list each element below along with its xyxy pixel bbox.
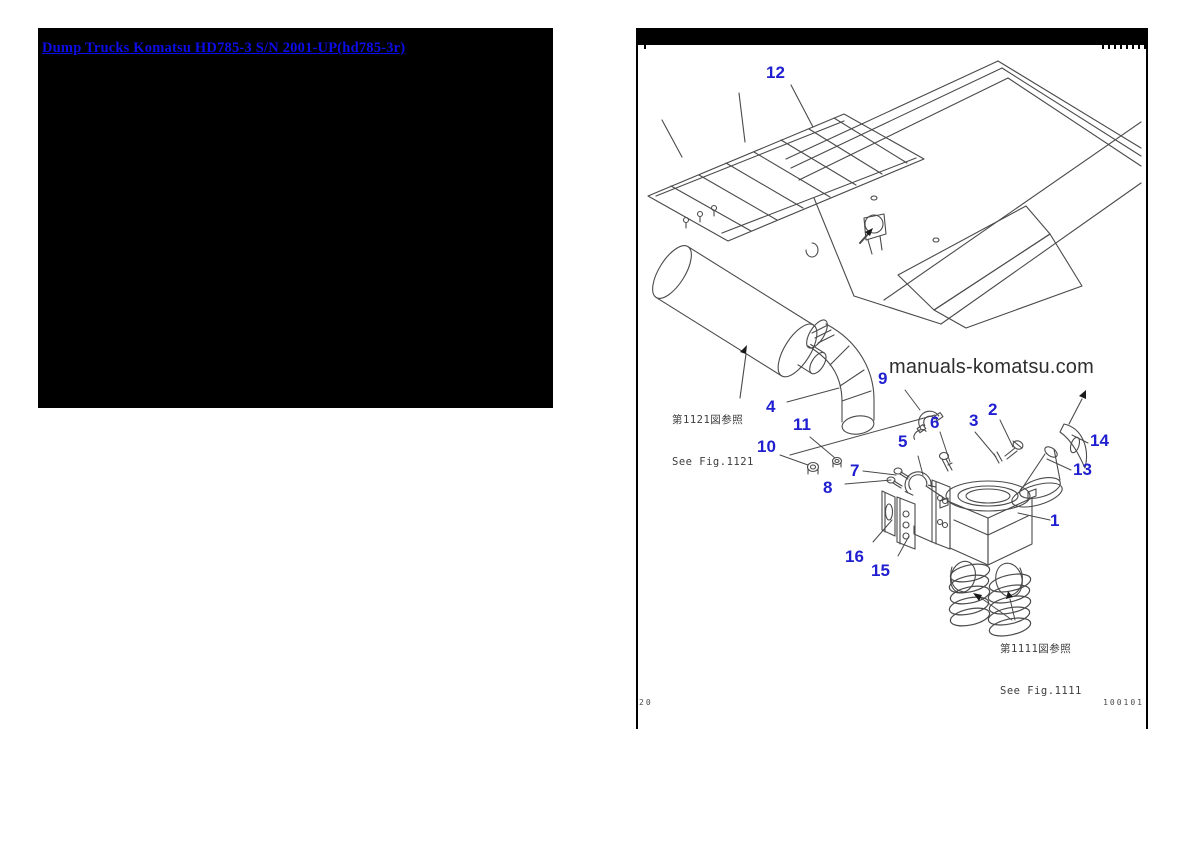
see-fig-1111-en: See Fig.1111 [1000,685,1082,697]
callout-label-2[interactable]: 2 [988,400,998,419]
parts-diagram-panel: manuals-komatsu.com 第1121図参照 See Fig.112… [636,28,1148,729]
ruler-tick [1132,45,1134,49]
ruler-tick [1126,45,1128,49]
dump-body-drawing [647,60,1142,329]
left-content-panel: Dump Trucks Komatsu HD785-3 S/N 2001-UP(… [38,28,553,408]
see-fig-1121-en: See Fig.1121 [672,456,754,468]
callout-label-4[interactable]: 4 [766,397,776,416]
muffler-drawing [652,245,827,399]
ruler-tick [644,45,646,49]
footer-page-code: 20 [639,698,653,707]
callout-label-12[interactable]: 12 [766,63,785,82]
callout-label-8[interactable]: 8 [823,478,833,497]
ruler-tick [1114,45,1116,49]
see-fig-1111-jp: 第1111図参照 [1000,643,1072,655]
ruler-tick [1108,45,1110,49]
callout-label-11[interactable]: 11 [793,415,811,434]
callout-label-1[interactable]: 1 [1050,511,1060,530]
see-fig-1111-reference: 第1111図参照 See Fig.1111 [1000,614,1082,726]
diagram-header-bar [636,28,1148,45]
callout-label-9[interactable]: 9 [878,369,888,388]
exhaust-pipe-drawing [806,319,875,435]
ruler-tick [1144,45,1146,49]
callout-label-16[interactable]: 16 [845,547,864,566]
breadcrumb-link[interactable]: Dump Trucks Komatsu HD785-3 S/N 2001-UP(… [42,40,406,56]
ruler-tick [1120,45,1122,49]
callout-label-6[interactable]: 6 [930,413,940,432]
callout-label-7[interactable]: 7 [850,461,860,480]
diagram-left-border [636,28,638,729]
diagram-right-border [1146,28,1148,729]
callout-label-3[interactable]: 3 [969,411,979,430]
callout-label-5[interactable]: 5 [898,432,908,451]
callout-label-15[interactable]: 15 [871,561,890,580]
callout-label-14[interactable]: 14 [1090,431,1109,450]
ruler-tick [1138,45,1140,49]
watermark-text: manuals-komatsu.com [889,356,1094,378]
parts-diagram-drawing [647,60,1142,637]
callout-label-10[interactable]: 10 [757,437,776,456]
see-fig-1121-jp: 第1121図参照 [672,414,744,426]
connector-body-drawing [913,479,1037,598]
callout-label-13[interactable]: 13 [1073,460,1092,479]
springs-drawing [948,563,1032,637]
leader-lines [779,387,1089,557]
footer-figure-code: 100101 [1103,698,1144,707]
ruler-tick [1102,45,1104,49]
see-fig-1121-reference: 第1121図参照 See Fig.1121 [672,385,754,497]
